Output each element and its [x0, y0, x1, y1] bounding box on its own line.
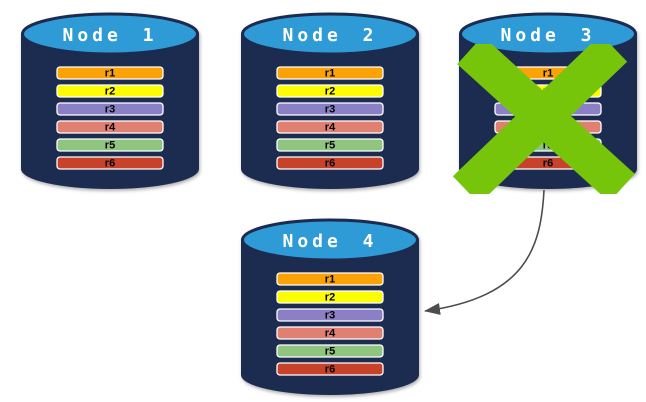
row-bar-r3 — [276, 102, 384, 116]
row-bar-r6 — [276, 362, 384, 376]
node-title: Node 1 — [62, 25, 157, 46]
node-4: Node 4 r1 r2 r3 r4 r5 r6 — [241, 218, 419, 395]
row-bar-r5 — [56, 138, 164, 152]
row-label-r2: r2 — [325, 86, 335, 98]
row-label-r5: r5 — [325, 140, 335, 152]
node-title: Node 2 — [282, 25, 377, 46]
row-label-r4: r4 — [543, 122, 554, 134]
row-bar-r3 — [276, 308, 384, 322]
row-bar-r1 — [276, 272, 384, 286]
cylinder-top — [241, 218, 419, 262]
row-label-r1: r1 — [325, 68, 335, 80]
row-bar-r4 — [56, 120, 164, 134]
row-label-r4: r4 — [325, 122, 336, 134]
row-label-r2: r2 — [325, 292, 335, 304]
row-list: r1 r2 r3 r4 r5 r6 — [276, 66, 384, 170]
row-bar-r1 — [56, 66, 164, 80]
row-label-r5: r5 — [325, 346, 335, 358]
row-label-r1: r1 — [543, 68, 553, 80]
row-label-r3: r3 — [105, 104, 115, 116]
row-label-r6: r6 — [105, 158, 115, 170]
node-title: Node 3 — [500, 25, 595, 46]
row-bar-r5 — [276, 344, 384, 358]
row-label-r1: r1 — [105, 68, 115, 80]
row-label-r4: r4 — [325, 328, 336, 340]
node-3: Node 3 r1 r2 r3 r4 r5 r6 — [459, 12, 637, 189]
row-bar-r6 — [276, 156, 384, 170]
row-label-r6: r6 — [543, 158, 553, 170]
row-bar-r5 — [276, 138, 384, 152]
row-bar-r1 — [276, 66, 384, 80]
row-bar-r2 — [56, 84, 164, 98]
cylinder-top — [241, 12, 419, 56]
cylinder-top — [21, 12, 199, 56]
row-bar-r6 — [56, 156, 164, 170]
row-label-r6: r6 — [325, 364, 335, 376]
row-bar-r4 — [276, 120, 384, 134]
row-list: r1 r2 r3 r4 r5 r6 — [276, 272, 384, 376]
row-label-r4: r4 — [105, 122, 116, 134]
row-list: r1 r2 r3 r4 r5 r6 — [56, 66, 164, 170]
row-bar-r2 — [276, 290, 384, 304]
node-1: Node 1 r1 r2 r3 r4 r5 r6 — [21, 12, 199, 189]
row-label-r5: r5 — [105, 140, 115, 152]
node-2: Node 2 r1 r2 r3 r4 r5 r6 — [241, 12, 419, 189]
row-label-r6: r6 — [325, 158, 335, 170]
failover-arrow — [424, 189, 545, 315]
row-label-r3: r3 — [325, 104, 335, 116]
row-label-r3: r3 — [543, 104, 553, 116]
arrow-curve — [424, 189, 545, 315]
row-label-r2: r2 — [543, 86, 553, 98]
row-bar-r3 — [56, 102, 164, 116]
node-title: Node 4 — [282, 231, 377, 252]
row-label-r3: r3 — [325, 310, 335, 322]
row-bar-r4 — [276, 326, 384, 340]
row-label-r5: r5 — [543, 140, 553, 152]
row-label-r1: r1 — [325, 274, 335, 286]
row-label-r2: r2 — [105, 86, 115, 98]
row-bar-r2 — [276, 84, 384, 98]
